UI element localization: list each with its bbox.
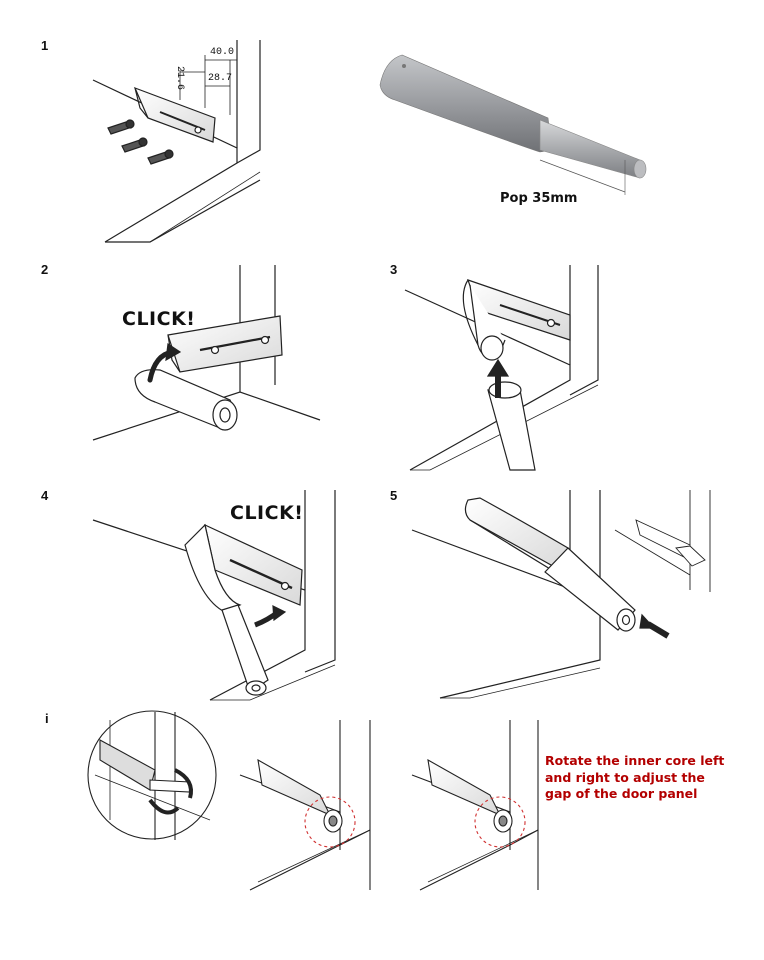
product-caption: Pop 35mm xyxy=(500,191,578,206)
info-latch-left xyxy=(239,720,371,891)
step-number-3: 3 xyxy=(390,262,398,277)
step2-drawing xyxy=(92,265,321,441)
note-line-3: gap of the door panel xyxy=(545,786,698,801)
dim-28-7: 28.7 xyxy=(208,73,232,84)
click-label-step2: CLICK! xyxy=(122,308,196,330)
dim-21-6: 21.6 xyxy=(174,66,185,90)
info-zoom-circle xyxy=(87,710,217,840)
step-number-info: i xyxy=(45,711,49,726)
dim-40-0: 40.0 xyxy=(210,47,234,58)
step5-drawing xyxy=(411,490,711,699)
info-latch-right xyxy=(411,720,539,891)
click-label-step4: CLICK! xyxy=(230,502,304,524)
step-number-4: 4 xyxy=(41,488,49,503)
step4-drawing xyxy=(92,490,336,701)
step-number-5: 5 xyxy=(390,488,398,503)
step-number-1: 1 xyxy=(41,38,49,53)
note-line-1: Rotate the inner core left xyxy=(545,753,725,768)
step3-drawing xyxy=(404,265,599,471)
step-number-2: 2 xyxy=(41,262,49,277)
adjustment-note: Rotate the inner core left and right to … xyxy=(545,753,755,803)
step1-drawing xyxy=(92,40,261,243)
note-line-2: and right to adjust the xyxy=(545,769,705,785)
pop-latch-product xyxy=(379,54,647,195)
